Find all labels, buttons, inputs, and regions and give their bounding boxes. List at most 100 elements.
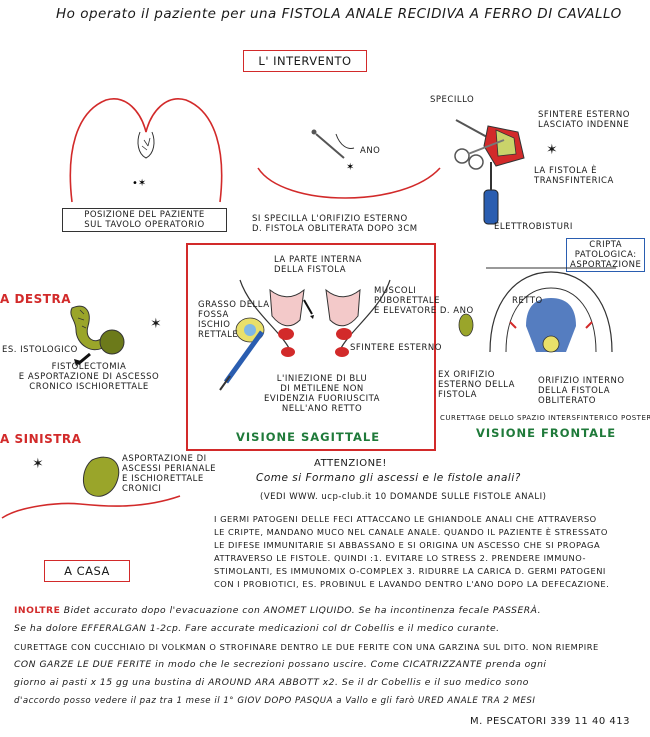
patient-position-illustration: •✶: [69, 98, 223, 203]
muscoli-line2: PUBORETTALE: [374, 296, 440, 306]
iniezione-line1: L'INIEZIONE DI BLU: [276, 374, 368, 384]
ex-orifizio-line3: FISTOLA: [438, 390, 477, 400]
sagittal-view-panel: [186, 243, 436, 451]
sinistra-caption-line4: CRONICI: [122, 484, 162, 494]
fistola-label-line2: TRANSFINTERICA: [534, 176, 614, 186]
destra-caption-line2: E ASPORTAZIONE DI ASCESSO: [18, 372, 160, 382]
sinistra-caption-line3: E ISCHIORETTALE: [122, 474, 204, 484]
star-marker: ✶: [32, 456, 44, 472]
sinistra-caption-line1: ASPORTAZIONE DI: [122, 454, 207, 464]
iniezione-label: L'INIEZIONE DI BLU DI METILENE NON EVIDE…: [256, 374, 388, 414]
muscoli-line1: MUSCOLI: [374, 286, 417, 296]
patient-position-caption-line1: POSIZIONE DEL PAZIENTE: [84, 210, 205, 220]
fistola-transfinterica-label: LA FISTOLA È TRANSFINTERICA: [534, 166, 614, 186]
destra-caption-line1: FISTOLECTOMIA: [51, 362, 127, 372]
svg-text:•✶: •✶: [132, 178, 146, 189]
attenzione-paragraph: I GERMI PATOGENI DELLE FECI ATTACCANO LE…: [214, 513, 609, 591]
orifizio-interno-line3: OBLITERATO: [538, 396, 596, 406]
patient-position-caption: POSIZIONE DEL PAZIENTE SUL TAVOLO OPERAT…: [62, 208, 227, 232]
attenzione-line4: ATTRAVERSO LE FISTOLE. QUINDI :1. EVITAR…: [214, 553, 586, 563]
curettage-label: CURETTAGE DELLO SPAZIO INTERSFINTERICO P…: [440, 414, 650, 422]
casa-instructions: INOLTRE Bidet accurato dopo l'evacuazion…: [14, 602, 599, 710]
orifizio-interno-line1: ORIFIZIO INTERNO: [538, 376, 625, 386]
casa-line6: d'accordo posso vedere il paz tra 1 mese…: [14, 696, 536, 706]
attenzione-vedi: (VEDI WWW. ucp-club.it 10 DOMANDE SULLE …: [260, 492, 547, 502]
visione-frontale-label: VISIONE FRONTALE: [476, 426, 617, 440]
cripta-line3: ASPORTAZIONE: [570, 260, 642, 270]
parte-interna-line1: LA PARTE INTERNA: [274, 255, 362, 265]
casa-label: A CASA: [64, 564, 110, 578]
orifizio-interno-line2: DELLA FISTOLA: [538, 386, 611, 396]
ex-orifizio-line1: EX ORIFIZIO: [438, 370, 495, 380]
attenzione-line2: LE CRIPTE, MANDANO MUCO NEL CANALE ANALE…: [214, 527, 608, 537]
sinistra-caption-line2: ASCESSI PERIANALE: [122, 464, 217, 474]
ex-orifizio-label: EX ORIFIZIO ESTERNO DELLA FISTOLA: [438, 370, 515, 400]
casa-heading: A CASA: [44, 560, 130, 582]
casa-line5: giorno ai pasti x 15 gg una bustina di A…: [14, 677, 529, 688]
attenzione-line3: LE DIFESE IMMUNITARIE SI ABBASSANO E SI …: [214, 540, 601, 550]
muscoli-label: MUSCOLI PUBORETTALE E ELEVATORE D. ANO: [374, 286, 474, 316]
iniezione-line4: NELL'ANO RETTO: [281, 404, 363, 414]
casa-line3: CURETTAGE CON CUCCHIAIO DI VOLKMAN O STR…: [14, 642, 599, 652]
frontal-view-illustration: [486, 267, 616, 353]
specillo-label: SPECILLO: [430, 95, 475, 105]
casa-line1: INOLTRE Bidet accurato dopo l'evacuazion…: [14, 602, 599, 620]
sinistra-illustration: [1, 456, 181, 519]
ex-orifizio-marker: [458, 313, 474, 337]
grasso-line4: RETTALE: [198, 330, 239, 340]
attenzione-line1: I GERMI PATOGENI DELLE FECI ATTACCANO LE…: [214, 514, 597, 524]
fistulectomy-specimen: [70, 305, 125, 366]
iniezione-line3: EVIDENZIA FUORIUSCITA: [264, 394, 380, 404]
probing-caption-line1: SI SPECILLA L'ORIFIZIO ESTERNO: [252, 214, 408, 224]
grasso-line2: FOSSA: [198, 310, 229, 320]
probing-caption-line2: D. FISTOLA OBLITERATA DOPO 3CM: [252, 224, 418, 234]
orifizio-interno-label: ORIFIZIO INTERNO DELLA FISTOLA OBLITERAT…: [538, 376, 625, 406]
page-title: Ho operato il paziente per una FISTOLA A…: [56, 6, 622, 22]
destra-caption-line3: CRONICO ISCHIORETTALE: [29, 382, 149, 392]
sfintere-esterno-label: SFINTERE ESTERNO: [350, 343, 442, 353]
intervento-heading: L' INTERVENTO: [243, 50, 367, 72]
cripta-line1: CRIPTA: [589, 240, 623, 250]
sagittal-view-illustration: [219, 279, 391, 391]
iniezione-line2: DI METILENE NON: [280, 384, 364, 394]
attenzione-line6: CON I PROBIOTICI, ES. PROBINUL E LAVANDO…: [214, 579, 610, 589]
sphincter-probe-illustration: [454, 119, 525, 225]
grasso-line1: GRASSO DELLA: [198, 300, 270, 310]
casa-line2: Se ha dolore EFFERALGAN 1-2cp. Fare accu…: [14, 623, 500, 634]
sfintere-label: SFINTERE ESTERNO LASCIATO INDENNE: [538, 110, 630, 130]
sinistra-caption: ASPORTAZIONE DI ASCESSI PERIANALE E ISCH…: [122, 454, 216, 494]
grasso-label: GRASSO DELLA FOSSA ISCHIO RETTALE: [198, 300, 270, 340]
patient-position-caption-line2: SUL TAVOLO OPERATORIO: [84, 220, 205, 230]
casa-line4: CON GARZE LE DUE FERITE in modo che le s…: [14, 659, 547, 670]
destra-header: A DESTRA: [0, 292, 71, 306]
cripta-line2: PATOLOGICA:: [574, 250, 637, 260]
sfintere-label-line2: LASCIATO INDENNE: [538, 120, 630, 130]
casa-line1-text: Bidet accurato dopo l'evacuazione con AN…: [63, 605, 542, 616]
star-marker: ✶: [150, 316, 162, 332]
muscoli-line3: E ELEVATORE D. ANO: [374, 306, 474, 316]
destra-caption: FISTOLECTOMIA E ASPORTAZIONE DI ASCESSO …: [8, 362, 170, 392]
star-marker: ✶: [546, 142, 558, 158]
probing-caption: SI SPECILLA L'ORIFIZIO ESTERNO D. FISTOL…: [252, 214, 452, 234]
attenzione-question: Come si Formano gli ascessi e le fistole…: [256, 472, 521, 484]
attenzione-title: ATTENZIONE!: [314, 458, 387, 469]
fistola-label-line1: LA FISTOLA È: [534, 166, 597, 176]
ano-label: ANO: [360, 146, 381, 156]
es-istologico-label: ES. ISTOLOGICO: [2, 345, 78, 355]
intervento-label: L' INTERVENTO: [258, 54, 352, 68]
sinistra-header: A SINISTRA: [0, 432, 82, 446]
ex-orifizio-line2: ESTERNO DELLA: [438, 380, 515, 390]
visione-sagittale-label: VISIONE SAGITTALE: [236, 430, 381, 444]
elettrobisturi-label: ELETTROBISTURI: [494, 222, 573, 232]
grasso-line3: ISCHIO: [198, 320, 231, 330]
svg-text:✶: ✶: [346, 162, 354, 173]
parte-interna-line2: DELLA FISTOLA: [274, 265, 347, 275]
probing-illustration: ✶: [257, 129, 441, 199]
signature: M. PESCATORI 339 11 40 413: [470, 716, 630, 727]
parte-interna-label: LA PARTE INTERNA DELLA FISTOLA: [274, 255, 362, 275]
inoltre-label: INOLTRE: [14, 605, 61, 616]
sfintere-label-line1: SFINTERE ESTERNO: [538, 110, 630, 120]
attenzione-line5: STIMOLANTI, ES IMMUNOMIX O-COMPLEX 3. RI…: [214, 566, 606, 576]
cripta-label: CRIPTA PATOLOGICA: ASPORTAZIONE: [566, 238, 646, 272]
retto-label: RETTO: [512, 296, 543, 306]
